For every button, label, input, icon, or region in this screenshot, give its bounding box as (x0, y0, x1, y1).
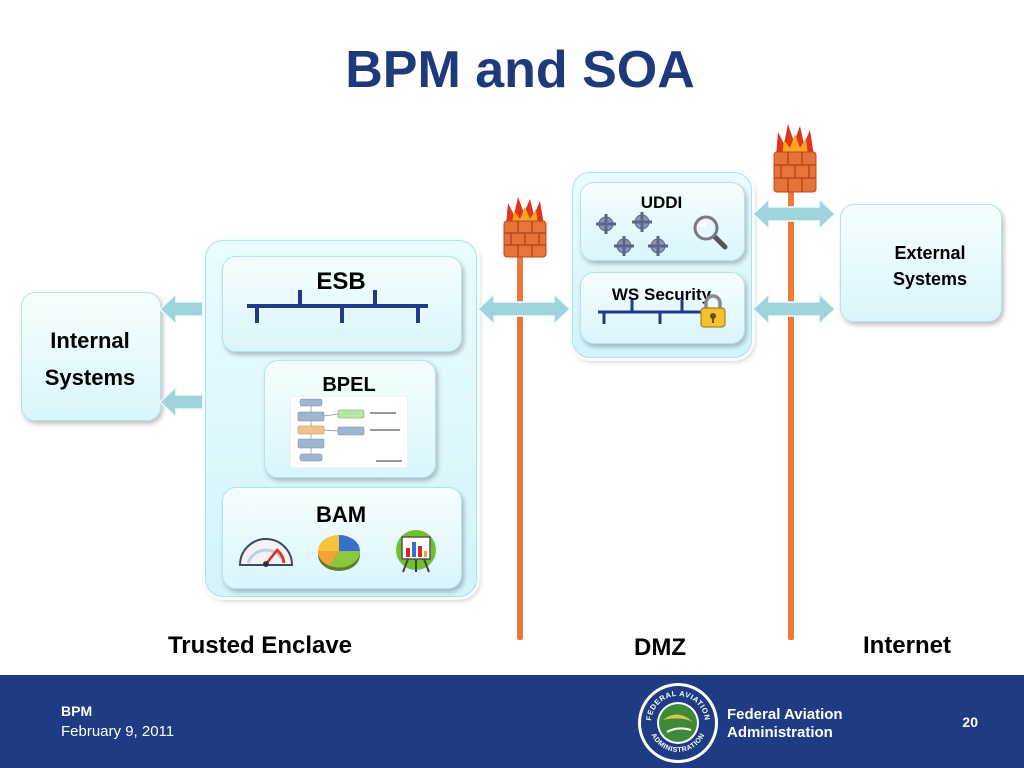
bam-label: BAM (315, 502, 367, 527)
slide-title: BPM and SOA (345, 41, 695, 99)
trusted-enclave-label: Trusted Enclave (167, 632, 353, 659)
internal-systems-label: Internal Systems (44, 328, 136, 390)
esb-label: ESB (316, 268, 366, 295)
gears-icon (596, 212, 668, 256)
page-number: 20 (962, 714, 978, 730)
footer-label: BPM (61, 703, 93, 719)
dmz-label: DMZ (634, 634, 686, 661)
esb-bus-icon (247, 290, 428, 323)
faa-seal-logo: FEDERAL AVIATION ADMINISTRATION (638, 683, 718, 763)
external-systems-label: External Systems (892, 243, 968, 289)
uddi-to-external-arrow (751, 197, 837, 231)
bpel-label: BPEL (322, 374, 376, 396)
enclave-to-dmz-arrow (476, 292, 572, 326)
dmz-firewall-pole (517, 255, 523, 640)
presentation-board-icon (396, 530, 436, 573)
padlock-icon (700, 294, 726, 328)
internet-label: Internet (862, 632, 951, 659)
firewall-icon (773, 124, 817, 193)
gauge-icon (238, 538, 294, 567)
magnifier-icon (693, 215, 728, 250)
firewall-icon (503, 197, 547, 258)
ws-security-to-external-arrow (751, 292, 837, 326)
footer-date: February 9, 2011 (61, 723, 175, 740)
bpel-process-thumbnail (290, 396, 408, 468)
footer-org-line1: Federal Aviation (727, 706, 843, 723)
ws-security-bus-icon (598, 300, 704, 324)
footer-bar (0, 675, 1024, 768)
ws-security-label: WS Security (611, 285, 712, 304)
uddi-label: UDDI (640, 193, 683, 212)
external-systems-box (840, 204, 1002, 322)
internet-firewall-pole (788, 185, 794, 640)
footer-org-line2: Administration (727, 724, 833, 741)
pie-chart-icon (317, 535, 361, 571)
internal-systems-box (21, 292, 161, 421)
